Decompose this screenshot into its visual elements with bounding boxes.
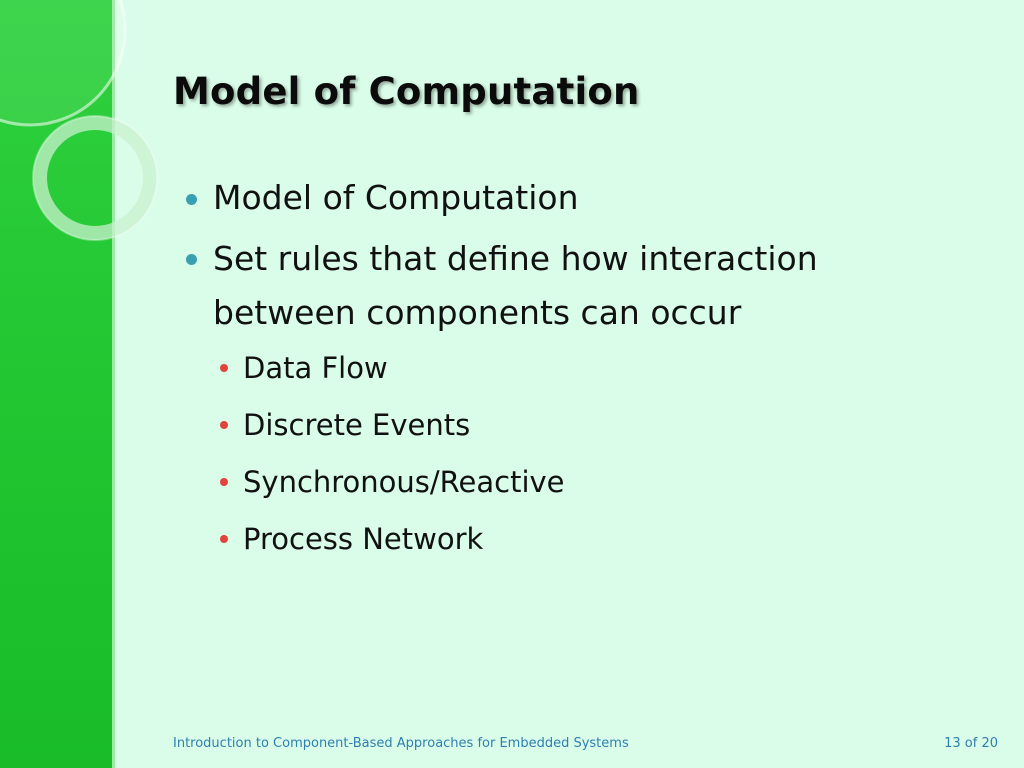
bullet-dot-icon — [186, 194, 197, 205]
footer-presentation-title: Introduction to Component-Based Approach… — [173, 736, 629, 751]
sub-bullet-item: Discrete Events — [180, 405, 960, 445]
sub-bullet-dot-icon — [220, 478, 228, 486]
sub-bullet-text: Discrete Events — [243, 408, 471, 442]
sub-bullet-item: Data Flow — [180, 348, 960, 388]
sub-bullet-dot-icon — [220, 364, 228, 372]
sub-bullet-dot-icon — [220, 535, 228, 543]
sub-bullet-list: Data Flow Discrete Events Synchronous/Re… — [180, 348, 960, 559]
bullet-dot-icon — [186, 254, 197, 265]
decorative-circles-graphic — [0, 0, 158, 241]
left-bar-edge — [112, 0, 115, 768]
sub-bullet-text: Synchronous/Reactive — [243, 465, 565, 499]
footer-page-number: 13 of 20 — [944, 736, 998, 751]
bullet-text: Set rules that define how interaction be… — [213, 239, 818, 332]
sub-bullet-text: Process Network — [243, 522, 484, 556]
sub-bullet-item: Synchronous/Reactive — [180, 462, 960, 502]
sub-bullet-dot-icon — [220, 421, 228, 429]
sub-bullet-item: Process Network — [180, 519, 960, 559]
sub-bullet-text: Data Flow — [243, 351, 388, 385]
bullet-item: Set rules that define how interaction be… — [180, 232, 960, 340]
slide-content: Model of Computation Set rules that defi… — [180, 172, 960, 576]
slide-title: Model of Computation — [173, 70, 640, 113]
bullet-text: Model of Computation — [213, 178, 579, 217]
bullet-item: Model of Computation — [180, 172, 960, 224]
